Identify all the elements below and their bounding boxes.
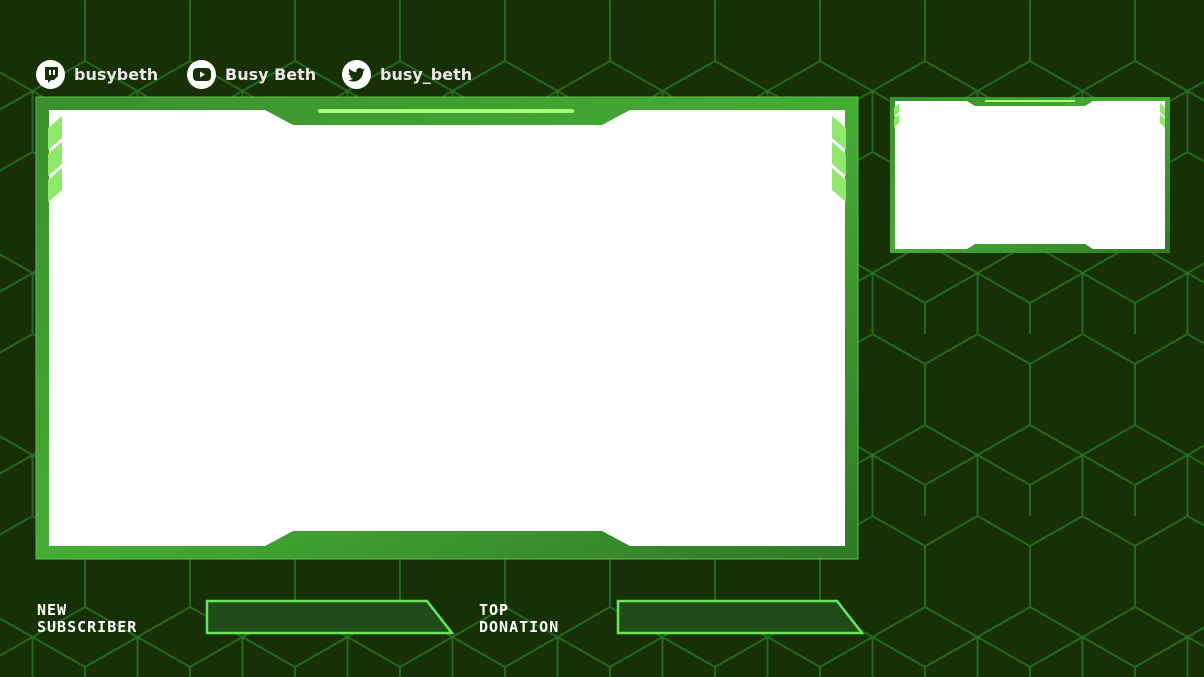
glow-bar [318, 109, 574, 113]
social-youtube[interactable]: Busy Beth [187, 60, 316, 89]
social-handle: Busy Beth [225, 65, 317, 84]
secondary-camera-frame [890, 97, 1170, 253]
main-camera-frame [35, 96, 859, 560]
youtube-icon [187, 60, 216, 89]
label-line: NEW [37, 601, 68, 619]
top-donation-box [616, 599, 865, 635]
main-screen-area [49, 110, 845, 546]
secondary-screen-area [895, 101, 1165, 249]
new-subscriber-label: NEW SUBSCRIBER [37, 602, 137, 636]
label-line: TOP [479, 601, 510, 619]
right-chevrons-icon [832, 116, 846, 202]
social-handle: busybeth [74, 65, 159, 84]
twitter-icon [342, 60, 371, 89]
twitch-icon [36, 60, 65, 89]
label-line: DONATION [479, 618, 560, 636]
social-handle: busy_beth [380, 65, 473, 84]
social-twitter[interactable]: busy_beth [342, 60, 472, 89]
label-line: SUBSCRIBER [37, 618, 138, 636]
top-donation-label: TOP DONATION [479, 602, 559, 636]
left-chevrons-icon [48, 116, 62, 202]
new-subscriber-box [205, 599, 455, 635]
social-twitch[interactable]: busybeth [36, 60, 158, 89]
